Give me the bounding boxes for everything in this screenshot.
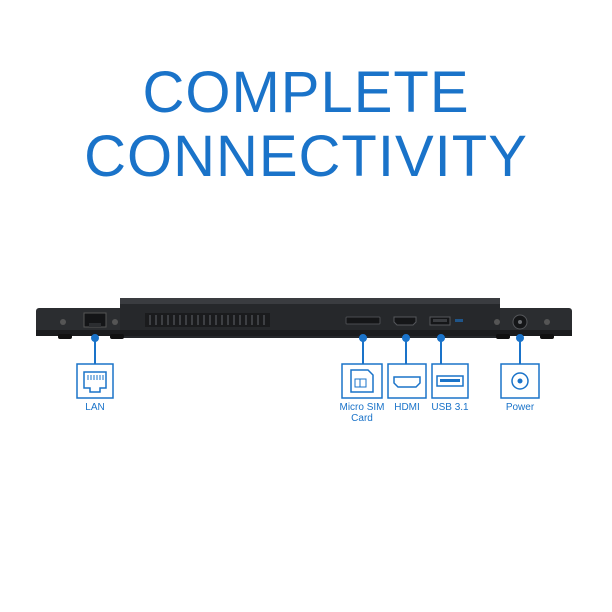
hdmi-port: [393, 316, 417, 326]
sim-card-icon: [341, 363, 383, 399]
headline-line-1: COMPLETE: [142, 60, 470, 125]
power-port: [494, 314, 550, 330]
port-label-hdmi: HDMI: [394, 402, 420, 413]
vent-grille: [145, 313, 270, 327]
usb-port: [429, 316, 463, 326]
headline-line-2: CONNECTIVITY: [84, 124, 528, 189]
hdmi-port-icon: [387, 363, 427, 399]
callout-lines: [91, 334, 524, 364]
lan-port: [60, 312, 118, 328]
power-port-icon: [500, 363, 540, 399]
laptop-body: [36, 298, 572, 339]
port-label-usb: USB 3.1: [431, 402, 469, 413]
ethernet-port-icon: [76, 363, 114, 399]
port-label-micro-sim: Micro SIM Card: [339, 402, 385, 424]
sim-slot: [345, 316, 381, 325]
usb-port-icon: [431, 363, 469, 399]
port-label-power: Power: [505, 402, 535, 413]
port-label-lan: LAN: [85, 402, 105, 413]
laptop-rear-diagram: [36, 298, 572, 399]
